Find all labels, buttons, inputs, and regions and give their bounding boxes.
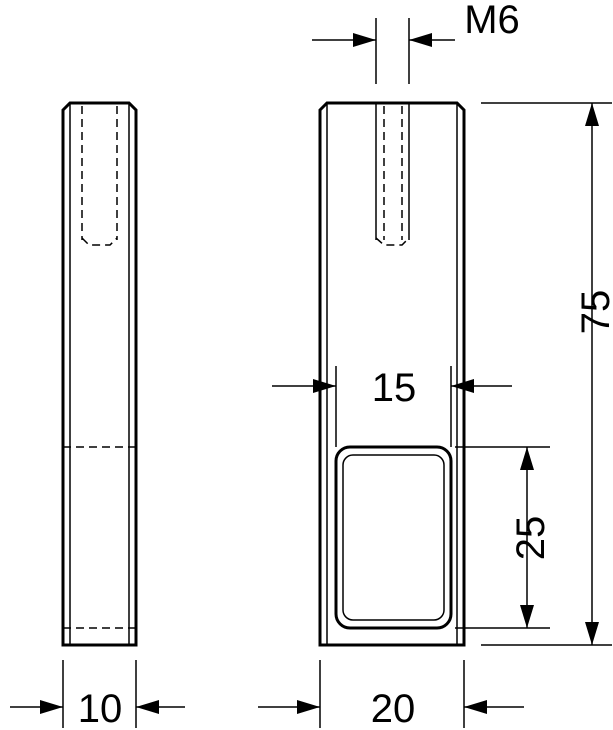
dimension-slot-height: 25 (455, 446, 553, 629)
dimension-slot-width: 15 (272, 366, 512, 447)
dimension-side-width: 10 (10, 660, 185, 730)
side-view (61, 101, 138, 647)
dimension-front-width: 20 (258, 660, 524, 730)
side-width-label: 10 (78, 687, 123, 730)
front-view (318, 101, 466, 647)
dimension-height: 75 (481, 102, 613, 646)
front-view-outline (318, 101, 466, 647)
front-width-label: 20 (371, 687, 416, 730)
height-label: 75 (574, 290, 613, 335)
thread-label: M6 (464, 0, 520, 42)
front-slot (334, 445, 453, 630)
slot-height-label: 25 (509, 516, 553, 561)
dimension-thread: M6 (312, 0, 520, 84)
side-view-outline (61, 101, 138, 647)
slot-width-label: 15 (372, 366, 417, 410)
